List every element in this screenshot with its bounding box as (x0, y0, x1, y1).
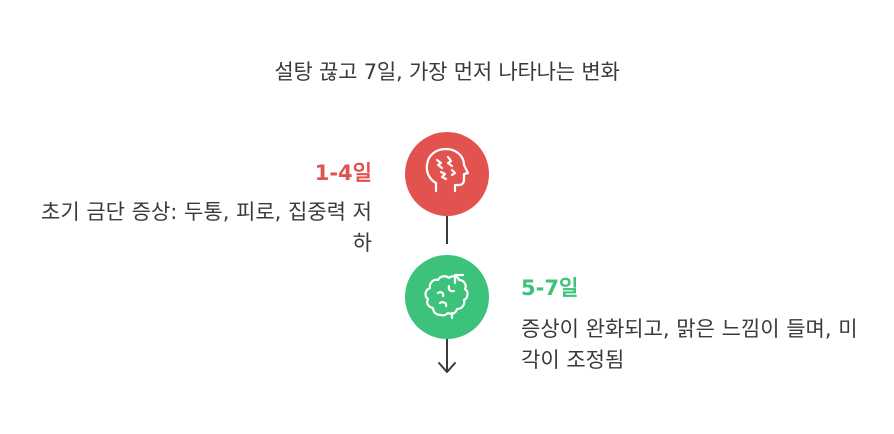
step-2-circle (405, 255, 489, 339)
brain-icon (424, 273, 469, 320)
brain-head-icon (425, 147, 470, 193)
step-1-heading: 1-4일 (314, 161, 372, 185)
diagram-title: 설탕 끊고 7일, 가장 먼저 나타나는 변화 (274, 60, 620, 84)
arrow-head-icon (438, 362, 456, 373)
step-2-description: 증상이 완화되고, 맑은 느낌이 들며, 미각이 조정됨 (521, 317, 858, 372)
step-2-heading: 5-7일 (521, 276, 579, 300)
step-1-description: 초기 금단 증상: 두통, 피로, 집중력 저하 (41, 200, 372, 255)
step-1-circle (405, 132, 489, 216)
